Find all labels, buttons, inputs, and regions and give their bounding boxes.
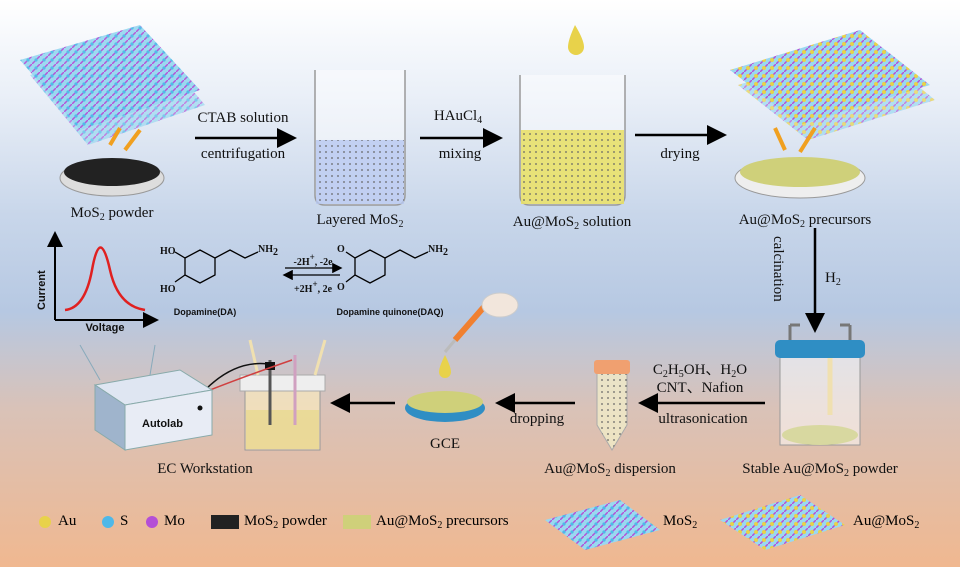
au-mos2-lattice-icon [730,30,935,140]
label-gce: GCE [430,436,460,452]
label-calcination: calcination [770,236,786,302]
label-ctab: CTAB solution [197,110,289,126]
label-da-ho-bottom: HO [160,284,176,295]
electrochemical-cell-icon [239,339,327,451]
label-reduction: +2H+, 2e [293,279,333,295]
calcination-container-icon [775,323,865,446]
legend-mos2-label: MoS2 [663,513,698,531]
legend-au-mos2-lattice-icon [720,495,845,550]
label-stable-powder: Stable Au@MoS2 powder [742,461,898,479]
haucl4-droplet-icon [568,25,584,55]
legend-mo-icon [146,516,158,528]
cv-curve [64,246,146,312]
label-layered-mos2: Layered MoS2 [316,212,404,230]
legend-mo-label: Mo [164,513,185,529]
legend-s-label: S [120,513,129,529]
label-mixing: mixing [438,146,482,162]
label-h2: H2 [825,270,841,288]
gce-electrode-icon [405,391,485,422]
autolab-instrument-icon [79,344,214,451]
label-au-mos2-solution: Au@MoS2 solution [512,214,632,232]
dopamine-quinone-structure-icon [345,249,429,284]
dispersion-droplet-icon [439,355,451,378]
legend-precursors-label: Au@MoS2 precursors [376,513,509,531]
dispersion-tube-icon [594,360,630,451]
label-daq-nh2: NH2 [428,244,448,258]
label-da-name: Dopamine(DA) [173,307,237,317]
label-daq-o-top: O [337,244,345,255]
label-drying: drying [660,146,700,162]
label-au-mos2-precursors: Au@MoS2 precursors [738,212,872,230]
pipette-icon [443,292,519,353]
label-dispersion: Au@MoS2 dispersion [544,461,676,479]
label-da-ho-top: HO [160,246,176,257]
legend-mos2-powder-label: MoS2 powder [244,513,327,531]
autolab-brand: Autolab [142,418,183,430]
label-da-nh2: NH2 [258,244,278,258]
mos2-powder-dish-icon [59,126,165,197]
label-daq-o-bottom: O [337,282,345,293]
mos2-lattice-icon [20,25,205,145]
label-dropping: dropping [509,411,565,427]
legend-s-icon [102,516,114,528]
legend-precursor-icon [343,515,371,529]
wire-black [204,362,269,391]
label-daq-name: Dopamine quinone(DAQ) [336,307,444,317]
label-mos2-powder: MoS2 powder [70,205,154,223]
beaker-au-mos2-solution-icon [519,75,626,206]
dopamine-structure-icon [174,249,259,284]
legend-au-label: Au [58,513,77,529]
label-reagents-line2: CNT、Nafion [656,380,744,396]
label-plot-ylabel: Current [36,270,48,310]
wire-red [204,359,293,393]
au-mos2-precursor-dish-icon [734,126,866,199]
label-reagents-line1: C2H5OH、H2O [652,362,748,380]
label-centrifugation: centrifugation [200,146,286,162]
label-ultrasonication: ultrasonication [658,411,748,427]
legend-au-mos2-label: Au@MoS2 [853,513,920,531]
legend-mos2-powder-icon [211,515,239,529]
cv-plot [47,231,159,328]
label-haucl4: HAuCl4 [433,108,483,126]
beaker-layered-mos2-icon [314,70,406,206]
label-oxidation: -2H+, -2e [293,252,333,268]
label-ec-workstation: EC Workstation [157,461,253,477]
legend-mos2-lattice-icon [545,500,660,550]
legend-au-icon [39,516,51,528]
label-plot-xlabel: Voltage [85,322,125,334]
